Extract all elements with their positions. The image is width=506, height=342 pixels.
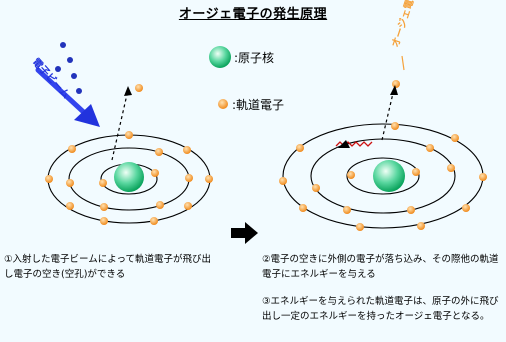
electron [68, 145, 76, 153]
auger-arrow-head [390, 85, 398, 95]
caption-step3: ③エネルギーを与えられた軌道電子は、原子の外に飛び出し一定のエネルギーを持ったオ… [262, 296, 499, 322]
electron [447, 164, 455, 172]
right-middle-orbit [310, 138, 456, 214]
electron [125, 131, 133, 139]
right-inner-orbit [346, 157, 420, 195]
legend-electron-label: :軌道電子 [232, 98, 285, 112]
electron [356, 223, 364, 231]
electron [343, 206, 351, 214]
transition-arrow-head [338, 140, 350, 148]
electron [151, 169, 159, 177]
beam-particle [60, 42, 66, 48]
right-atom: オージェ電子 [279, 0, 487, 231]
electron [99, 179, 107, 187]
electron [407, 206, 415, 214]
legend-electron-icon [218, 99, 228, 109]
ejection-arrow-head [124, 86, 132, 96]
electron [462, 204, 470, 212]
electron [412, 168, 420, 176]
electron-beam: 電子ビーム [30, 42, 100, 127]
electron [155, 148, 163, 156]
electron [66, 179, 74, 187]
beam-particle [55, 66, 61, 72]
left-electrons [45, 84, 213, 225]
electron [391, 122, 399, 130]
beam-line [35, 67, 93, 121]
legend-nucleus-icon [209, 46, 231, 68]
electron [45, 175, 53, 183]
caption-step1: ①入射した電子ビームによって軌道電子が飛び出し電子の空き(空孔)ができる [4, 254, 211, 280]
auger-electron-label: オージェ電子 [389, 0, 419, 49]
electron-beam-label: 電子ビーム [30, 55, 73, 101]
electron [279, 177, 287, 185]
electron [100, 217, 108, 225]
right-arrow-icon [231, 222, 258, 244]
electron [150, 217, 158, 225]
electron [156, 201, 164, 209]
legend-nucleus-label: :原子核 [234, 51, 275, 65]
ejection-path [111, 89, 129, 161]
right-electrons [279, 80, 487, 231]
electron [426, 144, 434, 152]
electron [66, 202, 74, 210]
caption-step2: ②電子の空きに外側の電子が落ち込み、その際他の軌道電子にエネルギーを与える [262, 254, 499, 280]
electron [417, 222, 425, 230]
beam-particle [67, 57, 73, 63]
electron [183, 146, 191, 154]
auger-ejection-path [381, 88, 395, 141]
electron [451, 134, 459, 142]
electron [184, 202, 192, 210]
right-nucleus [373, 160, 405, 192]
electron [296, 144, 304, 152]
beam-particle [76, 88, 82, 94]
electron [205, 175, 213, 183]
electron [312, 184, 320, 192]
left-atom [45, 84, 213, 225]
beam-particle [71, 73, 77, 79]
electron [185, 174, 193, 182]
auger-label-leader [401, 55, 405, 71]
electron [100, 203, 108, 211]
left-nucleus [114, 162, 144, 192]
electron [299, 204, 307, 212]
ejected-auger-electron [392, 80, 400, 88]
beam-arrow-head [74, 104, 100, 127]
electron [347, 171, 355, 179]
electron [479, 173, 487, 181]
ejected-electron [135, 84, 143, 92]
page-title: オージェ電子の発生原理 [178, 7, 328, 22]
